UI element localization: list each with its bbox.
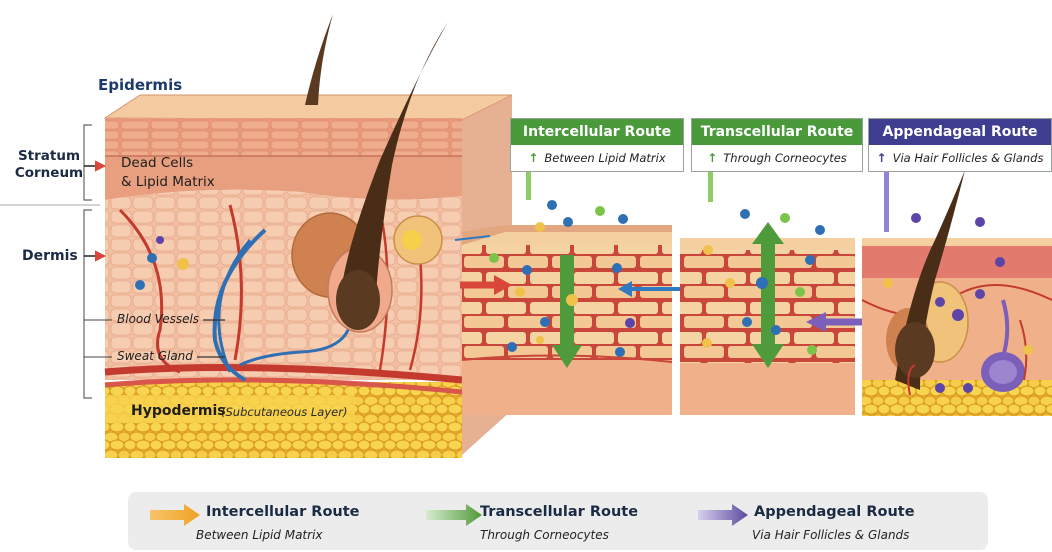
legend-item-transcellular: Transcellular Route Through Corneocytes	[426, 492, 686, 550]
green-arrow-icon	[426, 504, 486, 526]
up-arrow-icon: ↑	[528, 151, 538, 165]
hypodermis-label: Hypodermis	[131, 403, 226, 419]
up-arrow-icon: ↑	[707, 151, 717, 165]
orange-arrow-icon	[150, 504, 202, 526]
legend-title-transcellular: Transcellular Route	[480, 504, 638, 520]
route-box-transcellular: Transcellular Route ↑ Through Corneocyte…	[691, 118, 863, 172]
legend-subtitle-appendageal: Via Hair Follicles & Glands	[752, 528, 909, 542]
route-subtitle-row: ↑ Via Hair Follicles & Glands	[869, 145, 1051, 170]
route-title-intercellular: Intercellular Route	[511, 119, 683, 145]
dermis-label: Dermis	[22, 248, 78, 264]
route-subtitle-row: ↑ Through Corneocytes	[692, 145, 862, 170]
legend-subtitle-intercellular: Between Lipid Matrix	[196, 528, 323, 542]
stratum-corneum-label: Stratum Corneum	[14, 148, 84, 182]
legend-title-intercellular: Intercellular Route	[206, 504, 360, 520]
dead-cells-label: Dead Cells	[121, 155, 193, 171]
legend-item-intercellular: Intercellular Route Between Lipid Matrix	[150, 492, 400, 550]
route-subtitle-intercellular: Between Lipid Matrix	[544, 151, 665, 165]
route-subtitle-row: ↑ Between Lipid Matrix	[511, 145, 683, 170]
legend: Intercellular Route Between Lipid Matrix…	[128, 492, 988, 550]
route-box-intercellular: Intercellular Route ↑ Between Lipid Matr…	[510, 118, 684, 172]
up-arrow-icon: ↑	[877, 151, 887, 165]
legend-item-appendageal: Appendageal Route Via Hair Follicles & G…	[698, 492, 978, 550]
epidermis-label: Epidermis	[98, 76, 182, 94]
route-title-appendageal: Appendageal Route	[869, 119, 1051, 145]
hypodermis-subtitle: (Subcutaneous Layer)	[221, 405, 347, 419]
purple-arrow-icon	[698, 504, 750, 526]
legend-subtitle-transcellular: Through Corneocytes	[480, 528, 609, 542]
route-title-transcellular: Transcellular Route	[692, 119, 862, 145]
lipid-matrix-label: & Lipid Matrix	[121, 174, 215, 190]
route-subtitle-transcellular: Through Corneocytes	[723, 151, 847, 165]
route-box-appendageal: Appendageal Route ↑ Via Hair Follicles &…	[868, 118, 1052, 172]
legend-title-appendageal: Appendageal Route	[754, 504, 915, 520]
route-subtitle-appendageal: Via Hair Follicles & Glands	[893, 151, 1044, 165]
blood-vessels-label: Blood Vessels	[117, 312, 199, 326]
sweat-gland-label: Sweat Gland	[117, 349, 193, 363]
